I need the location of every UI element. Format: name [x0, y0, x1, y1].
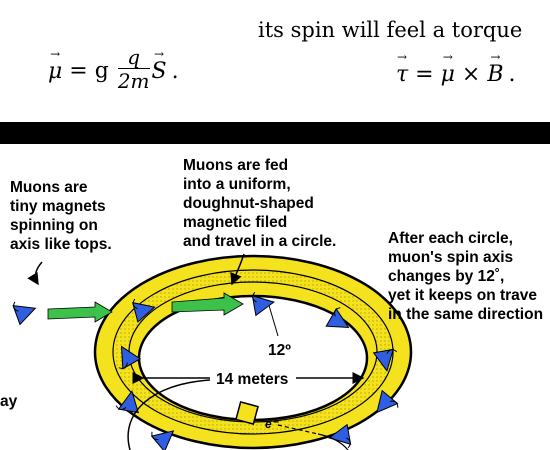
green-arrow-2 — [171, 292, 244, 316]
equals-g: = g — [62, 58, 109, 84]
cross-sign: × — [454, 62, 488, 87]
injection-arrows — [47, 292, 244, 323]
fed-callout-arrow — [230, 253, 245, 286]
torque-equation: τ = μ × B. — [396, 50, 516, 87]
muons — [12, 291, 399, 450]
diameter-label: 14 meters — [216, 371, 288, 388]
muons-fed-label: Muons are fed into a uniform, doughnut-s… — [183, 157, 337, 250]
left-cut-label: ay — [0, 393, 18, 410]
after-circle-label: After each circle, muon's spin axis chan… — [388, 230, 544, 323]
spin-caption: its spin will feel a torque — [258, 18, 523, 42]
muon-storage-ring-diagram: 14 meters 12º e⁻ — [12, 253, 413, 450]
storage-ring — [93, 254, 413, 450]
muon-icon — [372, 348, 398, 372]
s-symbol: S — [152, 47, 167, 84]
mu-symbol-2: μ — [441, 50, 456, 87]
green-arrow-1 — [47, 301, 113, 323]
electron-label: e⁻ — [265, 417, 280, 431]
moment-period: . — [171, 58, 179, 84]
fraction-denominator: 2m — [117, 69, 150, 93]
mu-symbol: μ — [48, 47, 63, 84]
fraction-numerator: q — [117, 46, 150, 69]
tau-symbol: τ — [396, 50, 408, 87]
angle-line — [267, 301, 279, 337]
muon-icon — [150, 430, 175, 450]
torque-equals: = — [408, 62, 441, 87]
equations-header: μ = g q 2m S. its spin will feel a torqu… — [0, 0, 550, 122]
muon-icon — [251, 291, 275, 317]
muon-icon — [115, 390, 139, 414]
black-divider-bar — [0, 122, 550, 144]
muons-magnets-label: Muons are tiny magnets spinning on axis … — [10, 179, 112, 253]
fraction: q 2m — [117, 46, 150, 93]
muon-icon — [12, 301, 37, 326]
muon-icon — [132, 298, 156, 323]
muon-icon — [376, 389, 399, 414]
muon-icon — [325, 307, 350, 329]
muon-icon — [118, 345, 142, 370]
angle-label: 12º — [268, 342, 291, 359]
magnets-callout-arrow — [27, 261, 43, 286]
b-symbol: B — [487, 50, 503, 87]
electron-decay — [127, 379, 349, 450]
magnetic-moment-equation: μ = g q 2m S. — [48, 46, 179, 95]
torque-period: . — [508, 62, 516, 87]
